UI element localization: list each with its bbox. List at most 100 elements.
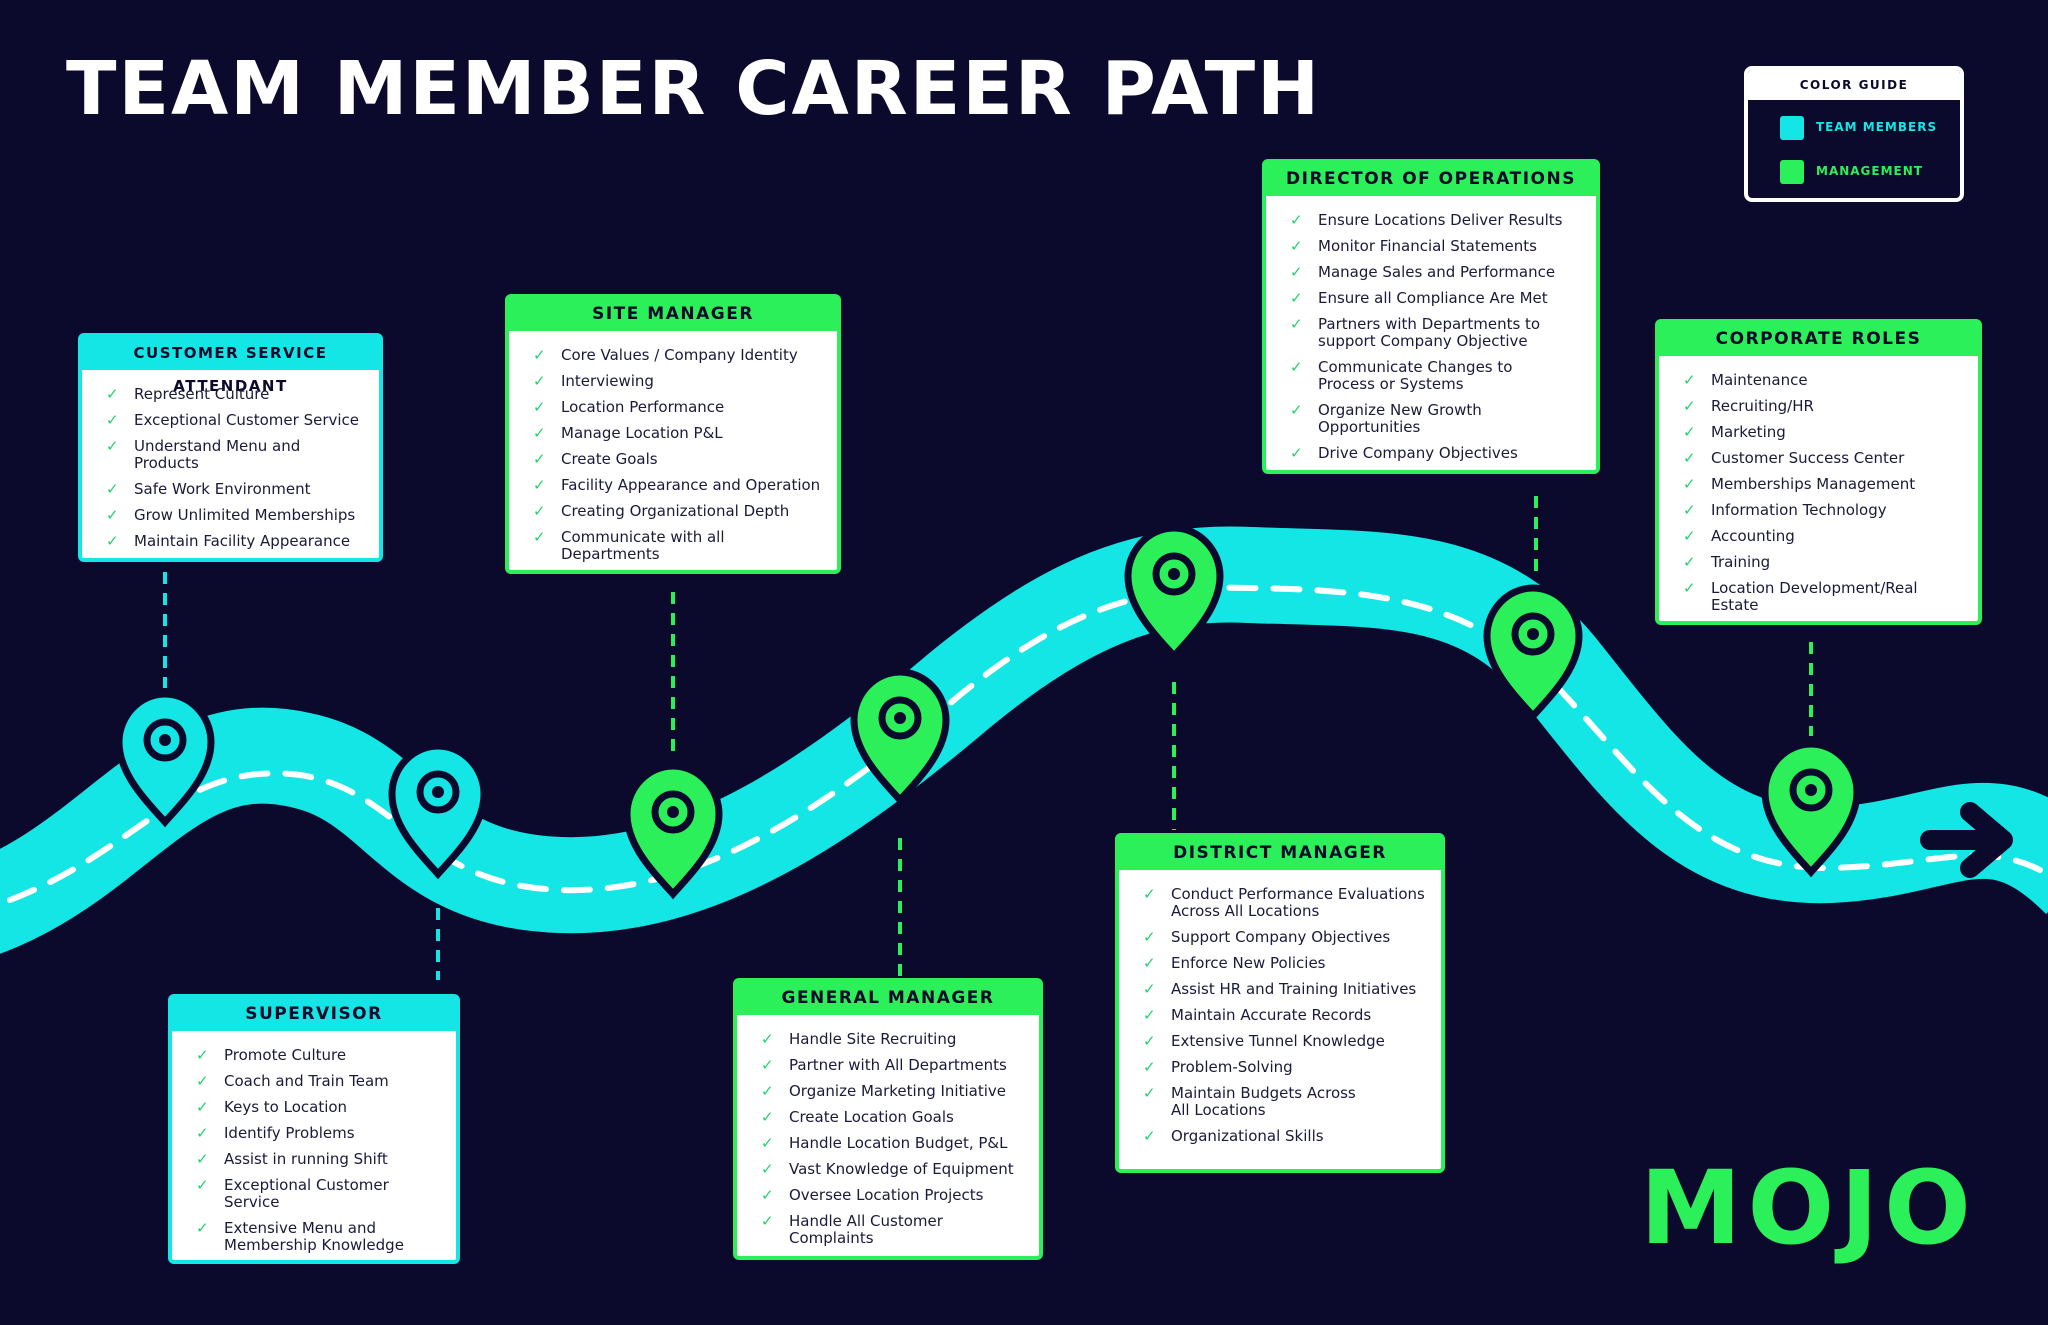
card-corporate-roles: CORPORATE ROLES ✓Maintenance✓Recruiting/…: [1655, 319, 1982, 625]
card-title: GENERAL MANAGER: [737, 982, 1039, 1015]
check-icon: ✓: [1290, 263, 1303, 281]
duty-text: Maintain Facility Appearance: [134, 532, 351, 550]
check-icon: ✓: [1290, 401, 1303, 419]
check-icon: ✓: [1143, 1032, 1156, 1050]
duty-item: ✓Maintenance: [1683, 372, 1964, 389]
check-icon: ✓: [1290, 444, 1303, 462]
legend-label-team-members: TEAM MEMBERS: [1816, 120, 1938, 134]
check-icon: ✓: [1683, 397, 1696, 415]
check-icon: ✓: [106, 480, 119, 498]
duty-item: ✓Partner with All Departments: [761, 1057, 1025, 1074]
duty-item: ✓Understand Menu and Products: [106, 438, 365, 472]
duty-list: ✓Conduct Performance Evaluations Across …: [1119, 870, 1441, 1145]
duty-item: ✓Enforce New Policies: [1143, 955, 1427, 972]
duty-text: Create Goals: [561, 450, 658, 468]
duty-text: Problem-Solving: [1171, 1058, 1293, 1076]
duty-text: Training: [1711, 553, 1771, 571]
duty-item: ✓Vast Knowledge of Equipment: [761, 1161, 1025, 1178]
check-icon: ✓: [1143, 1127, 1156, 1145]
duty-item: ✓ Drive Company Objectives: [1290, 445, 1582, 462]
card-title: CUSTOMER SERVICE ATTENDANT: [82, 337, 379, 395]
check-icon: ✓: [533, 398, 546, 416]
duty-text: Recruiting/HR: [1711, 397, 1814, 415]
duty-text: Maintain Accurate Records: [1171, 1006, 1372, 1024]
check-icon: ✓: [106, 532, 119, 550]
duty-item: ✓ Training: [1683, 554, 1964, 571]
duty-text: Communicate with all Departments: [561, 528, 725, 563]
check-icon: ✓: [761, 1056, 774, 1074]
check-icon: ✓: [1683, 423, 1696, 441]
duty-item: ✓Create Location Goals: [761, 1109, 1025, 1126]
duty-text: Promote Culture: [224, 1046, 347, 1064]
duty-item: ✓Oversee Location Projects: [761, 1187, 1025, 1204]
duty-text: Maintain Budgets Across All Locations: [1171, 1084, 1356, 1119]
card-customer-service-attendant: CUSTOMER SERVICE ATTENDANT ✓Represent Cu…: [78, 333, 383, 562]
check-icon: ✓: [196, 1150, 209, 1168]
duty-item: ✓ Recruiting/HR: [1683, 398, 1964, 415]
check-icon: ✓: [1683, 475, 1696, 493]
duty-item: ✓Support Company Objectives: [1143, 929, 1427, 946]
pin-district-manager-icon: [1124, 524, 1224, 662]
duty-text: Creating Organizational Depth: [561, 502, 790, 520]
duty-item: ✓ Interviewing: [533, 373, 823, 390]
duty-text: Coach and Train Team: [224, 1072, 389, 1090]
road-center-dashes: [7, 584, 2043, 903]
card-title: DIRECTOR OF OPERATIONS: [1266, 163, 1596, 196]
duty-text: Drive Company Objectives: [1318, 444, 1518, 462]
check-icon: ✓: [533, 372, 546, 390]
duty-text: Vast Knowledge of Equipment: [789, 1160, 1014, 1178]
check-icon: ✓: [1290, 211, 1303, 229]
duty-text: Accounting: [1711, 527, 1795, 545]
duty-item: ✓Conduct Performance Evaluations Across …: [1143, 886, 1427, 920]
duty-item: ✓Keys to Location: [196, 1099, 442, 1116]
duty-text: Extensive Tunnel Knowledge: [1171, 1032, 1385, 1050]
check-icon: ✓: [533, 424, 546, 442]
duty-item: ✓Promote Culture: [196, 1047, 442, 1064]
pin-corporate-roles-icon: [1761, 740, 1861, 878]
check-icon: ✓: [1143, 885, 1156, 903]
duty-text: Partners with Departments to support Com…: [1318, 315, 1541, 350]
check-icon: ✓: [761, 1186, 774, 1204]
pin-supervisor-icon: [388, 742, 488, 880]
duty-item: ✓Extensive Menu and Membership Knowledge: [196, 1220, 442, 1254]
duty-item: ✓ Ensure all Compliance Are Met: [1290, 290, 1582, 307]
duty-list: ✓Promote Culture✓Coach and Train Team✓Ke…: [172, 1031, 456, 1254]
card-director-of-operations: DIRECTOR OF OPERATIONS ✓Ensure Locations…: [1262, 159, 1600, 474]
legend-row-management: MANAGEMENT: [1748, 150, 1960, 188]
duty-text: Organizational Skills: [1171, 1127, 1324, 1145]
check-icon: ✓: [1143, 1058, 1156, 1076]
check-icon: ✓: [1683, 371, 1696, 389]
check-icon: ✓: [1683, 553, 1696, 571]
duty-text: Organize Marketing Initiative: [789, 1082, 1006, 1100]
duty-text: Assist HR and Training Initiatives: [1171, 980, 1417, 998]
duty-list: ✓Represent Culture✓Exceptional Customer …: [82, 370, 379, 550]
mojo-logo: MOJO: [1640, 1149, 1977, 1268]
duty-item: ✓Maintain Budgets Across All Locations: [1143, 1085, 1427, 1119]
duty-item: ✓Exceptional Customer Service: [196, 1177, 442, 1211]
duty-text: Safe Work Environment: [134, 480, 311, 498]
road-arrow: [1920, 802, 2013, 878]
duty-item: ✓ Organize New Growth Opportunities: [1290, 402, 1582, 436]
duty-text: Ensure all Compliance Are Met: [1318, 289, 1548, 307]
road-surface: [0, 526, 2048, 954]
duty-text: Interviewing: [561, 372, 654, 390]
check-icon: ✓: [533, 346, 546, 364]
duty-text: Marketing: [1711, 423, 1786, 441]
duty-text: Organize New Growth Opportunities: [1318, 401, 1482, 436]
duty-text: Handle Location Budget, P&L: [789, 1134, 1008, 1152]
check-icon: ✓: [761, 1212, 774, 1230]
card-supervisor: SUPERVISOR ✓Promote Culture✓Coach and Tr…: [168, 994, 460, 1264]
duty-item: ✓ Organizational Skills: [1143, 1128, 1427, 1145]
duty-item: ✓Grow Unlimited Memberships: [106, 507, 365, 524]
duty-item: ✓ Organize Marketing Initiative: [761, 1083, 1025, 1100]
check-icon: ✓: [1290, 289, 1303, 307]
duty-item: ✓Manage Location P&L: [533, 425, 823, 442]
check-icon: ✓: [196, 1124, 209, 1142]
check-icon: ✓: [761, 1082, 774, 1100]
duty-text: Extensive Menu and Membership Knowledge: [224, 1219, 404, 1254]
duty-item: ✓ Problem-Solving: [1143, 1059, 1427, 1076]
duty-item: ✓ Safe Work Environment: [106, 481, 365, 498]
check-icon: ✓: [1290, 315, 1303, 333]
legend-swatch-team-members: [1780, 116, 1804, 140]
legend-title: COLOR GUIDE: [1748, 70, 1960, 100]
